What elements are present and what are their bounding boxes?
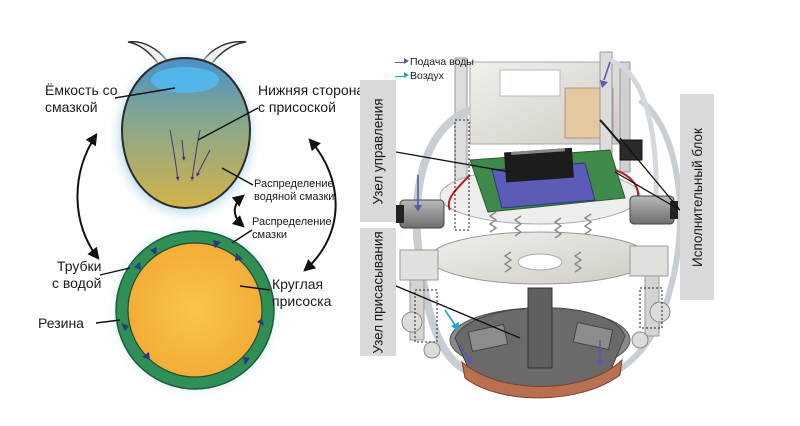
shell-body: [120, 56, 252, 210]
suction-unit-box: Узел присасывания: [360, 228, 396, 356]
label-grease-container: Ёмкость со смазкой: [45, 82, 118, 115]
air-arrow-icon: [395, 71, 409, 78]
legend-air-label: Воздух: [410, 70, 444, 82]
actuator-block-box: Исполнительный блок: [680, 94, 714, 300]
legend-water-label: Подача воды: [410, 56, 474, 68]
label-water-grease-distribution: Распределение водяной смазки: [254, 178, 335, 203]
label-water-tubes: Трубки с водой: [52, 258, 102, 291]
round-sucker-disc: [127, 242, 263, 378]
cycle-arrow-right: [303, 138, 337, 272]
control-unit-box: Узел управления: [360, 80, 396, 222]
water-arrow-icon: [395, 57, 409, 64]
label-underside: Нижняя сторона с присоской: [258, 82, 365, 115]
label-suction-unit: Узел присасывания: [370, 230, 386, 354]
label-grease-distribution: Распределение смазки: [252, 216, 332, 241]
label-actuator-block: Исполнительный блок: [689, 127, 705, 267]
label-control-unit: Узел управления: [370, 97, 386, 205]
legend-air: Воздух: [395, 70, 444, 82]
cycle-arrow-left: [76, 132, 100, 260]
label-round-sucker: Круглая присоска: [272, 276, 332, 309]
label-rubber: Резина: [38, 315, 84, 331]
cycle-arrow-middle: [231, 194, 245, 228]
grease-container-icon: [151, 67, 219, 93]
legend-water-supply: Подача воды: [395, 56, 474, 68]
